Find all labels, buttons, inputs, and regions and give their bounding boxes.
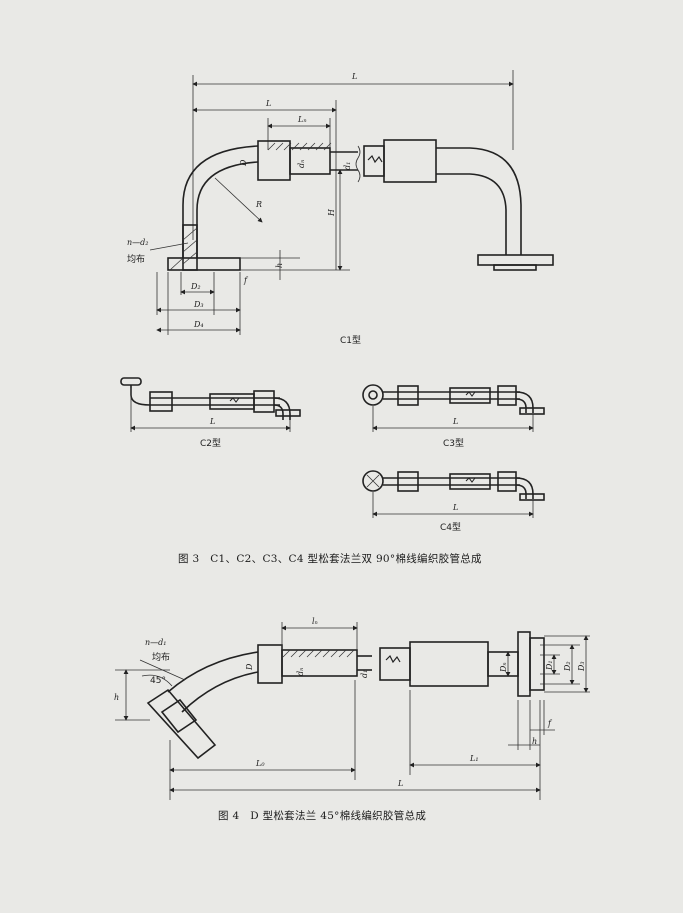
d-label-Dn: Dₙ <box>499 662 508 673</box>
c1-label-L: L <box>351 72 357 81</box>
d-middle-hose <box>379 647 411 681</box>
d-label-f: f <box>547 719 553 728</box>
d-left-fitting <box>257 644 283 684</box>
c1-label-L1: L <box>265 99 271 108</box>
c2-type-label: C2型 <box>200 438 221 449</box>
c3-type-label: C3型 <box>443 438 464 449</box>
d-right-fitting <box>409 641 489 687</box>
c1-left-bend-pipe <box>182 145 259 258</box>
d-label-L0: L₀ <box>255 759 265 768</box>
d-label-D1: D₁ <box>545 660 554 671</box>
d-label-ln: lₙ <box>312 617 318 626</box>
c2-assembly-drawing: L C2型 <box>120 377 301 449</box>
c1-right-flange <box>477 254 554 266</box>
c4-type-label: C4型 <box>440 522 461 533</box>
c4-label-L: L <box>452 503 458 512</box>
c1-label-D2: D₂ <box>190 282 201 291</box>
d-label-h-left: h <box>114 693 119 702</box>
d-label-angle: 45° <box>150 676 166 686</box>
d-45-flange <box>146 688 217 760</box>
c1-left-flange <box>167 257 241 271</box>
c1-left-hose <box>289 147 331 175</box>
c1-label-D4: D₄ <box>193 320 204 329</box>
c1-label-D3: D₃ <box>193 300 204 309</box>
c1-label-h: h <box>275 263 284 268</box>
figure-4-caption: 图 4 D 型松套法兰 45°棉线编织胶管总成 <box>218 809 426 822</box>
d-label-D: D <box>245 663 254 671</box>
c1-label-dn: dₙ <box>297 160 306 168</box>
c1-left-fitting <box>257 140 291 181</box>
d-label-D2: D₂ <box>563 661 572 672</box>
d-label-h-right: h <box>532 737 537 746</box>
c2-label-L: L <box>209 417 215 426</box>
figure-3-caption: 图 3 C1、C2、C3、C4 型松套法兰双 90°棉线编织胶管总成 <box>178 552 482 565</box>
c1-label-d1: d₁ <box>343 162 352 170</box>
d-label-L1: L₁ <box>469 754 479 763</box>
d-left-hose <box>281 649 358 677</box>
c1-label-uniform: 均布 <box>127 253 145 265</box>
c1-label-R: R <box>255 200 262 209</box>
c1-assembly-drawing: L L Lₙ D dₙ d₁ R H h f n—d₂ 均布 D₂ D₃ D₄ … <box>127 70 554 346</box>
c1-type-label: C1型 <box>340 335 361 346</box>
c1-label-H: H <box>327 208 336 217</box>
d-45-bend-pipe <box>167 651 259 693</box>
d-label-D3: D₃ <box>577 661 586 672</box>
c3-label-L: L <box>452 417 458 426</box>
d-right-flange <box>517 631 531 697</box>
d-label-n-d1: n—d₁ <box>145 638 166 647</box>
d-label-d1: d₁ <box>360 670 369 678</box>
c3-assembly-drawing: L C3型 <box>362 384 545 449</box>
c1-label-Ln: Lₙ <box>297 115 307 124</box>
d-type-assembly-drawing: n—d₁ 均布 45° h lₙ D dₙ d₁ L₀ L L₁ Dₙ D₁ D… <box>114 617 590 800</box>
c1-label-D: D <box>239 159 248 167</box>
d-label-dn: dₙ <box>296 668 305 676</box>
c4-assembly-drawing: L C4型 <box>362 470 545 533</box>
d-label-L: L <box>397 779 403 788</box>
c1-label-n-d2: n—d₂ <box>127 238 148 247</box>
c1-label-f: f <box>243 276 249 285</box>
c1-right-bend-pipe <box>469 147 522 255</box>
d-label-uniform: 均布 <box>152 651 170 663</box>
c1-right-fitting <box>383 139 437 183</box>
